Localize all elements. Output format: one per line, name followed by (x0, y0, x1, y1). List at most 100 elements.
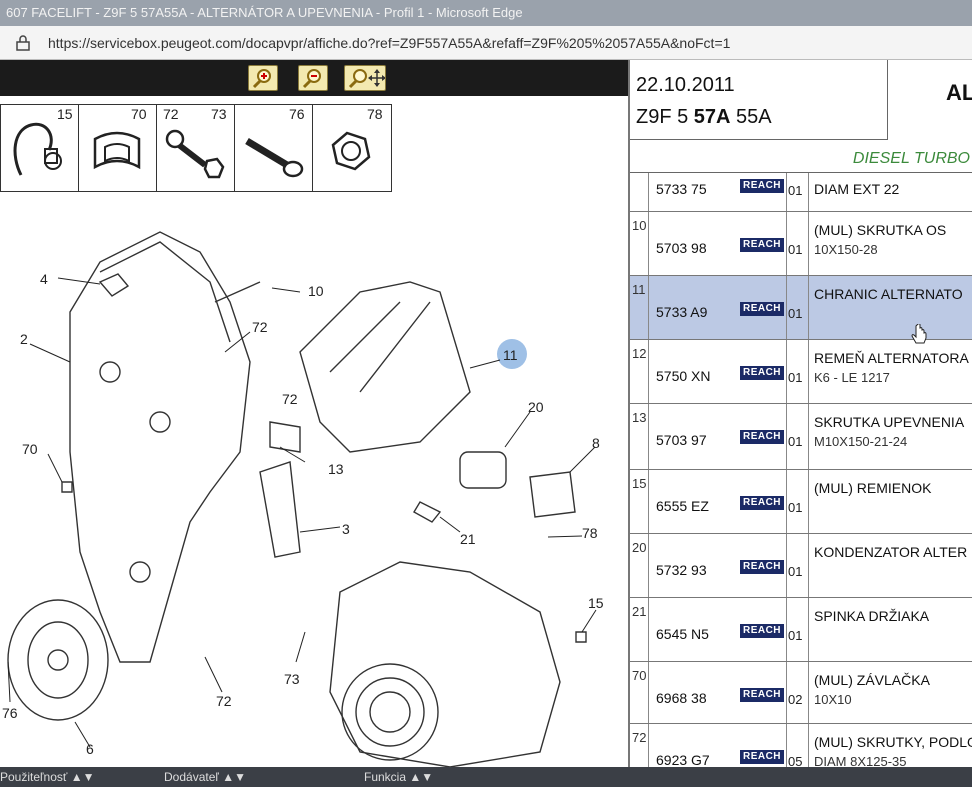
row-ref: 21 (632, 604, 647, 619)
zoom-out-button[interactable] (298, 65, 328, 91)
row-part-number[interactable]: 6555 EZ (656, 498, 709, 514)
doc-date: 22.10.2011 (636, 74, 735, 96)
row-quantity: 01 (788, 306, 803, 321)
row-description: KONDENZATOR ALTER (814, 544, 968, 560)
reach-badge[interactable]: REACH (740, 366, 784, 380)
row-quantity: 01 (788, 628, 803, 643)
callout-label: 72 (252, 319, 268, 335)
reach-badge[interactable]: REACH (740, 496, 784, 510)
callout-label: 21 (460, 531, 476, 547)
callout-label: 78 (582, 525, 598, 541)
hand-cursor-icon (911, 324, 927, 344)
url-text[interactable]: https://servicebox.peugeot.com/docapvpr/… (48, 35, 731, 51)
callout-label: 2 (20, 331, 28, 347)
parts-cell-15[interactable]: 15 (1, 105, 79, 191)
row-ref: 15 (632, 476, 647, 491)
zoom-pan-button[interactable] (344, 65, 386, 91)
parts-cell-76[interactable]: 76 (235, 105, 313, 191)
row-quantity: 01 (788, 183, 803, 198)
row-ref: 70 (632, 668, 647, 683)
row-part-number[interactable]: 6545 N5 (656, 626, 709, 642)
parts-strip: 15 70 72 73 76 78 (0, 104, 392, 192)
row-ref: 13 (632, 410, 647, 425)
callout-label: 72 (216, 693, 232, 709)
exploded-diagram: 4 10 72 2 72 11 70 20 8 13 3 21 78 15 73… (2, 231, 604, 767)
row-part-number[interactable]: 5703 98 (656, 240, 707, 256)
bolt-nut-icon (165, 129, 225, 179)
code-part-bold: 57A (693, 106, 731, 128)
callout-label: 10 (308, 283, 324, 299)
callout-label: 8 (592, 435, 600, 451)
reach-badge[interactable]: REACH (740, 688, 784, 702)
table-row[interactable]: 21 6545 N5 REACH 01 SPINKA DRŽIAKA (630, 598, 972, 662)
table-row[interactable]: 70 6968 38 REACH 02 (MUL) ZÁVLAČKA 10X10 (630, 662, 972, 724)
reach-badge[interactable]: REACH (740, 302, 784, 316)
callout-label: 3 (342, 521, 350, 537)
status-supplier[interactable]: Dodávateľ ▲▼ (164, 770, 246, 784)
zoom-in-button[interactable] (248, 65, 278, 91)
parts-cell-78[interactable]: 78 (313, 105, 391, 191)
reach-badge[interactable]: REACH (740, 624, 784, 638)
callout-label: 20 (528, 399, 544, 415)
status-function[interactable]: Funkcia ▲▼ (364, 770, 434, 784)
row-description-2: M10X150-21-24 (814, 434, 908, 449)
row-part-number[interactable]: 5732 93 (656, 562, 707, 578)
screw-icon (245, 137, 304, 178)
row-quantity: 02 (788, 692, 803, 707)
row-part-number[interactable]: 5750 XN (656, 368, 711, 384)
callout-label: 73 (284, 671, 300, 687)
callout-label: 76 (2, 705, 18, 721)
row-ref: 11 (632, 282, 646, 297)
row-quantity: 01 (788, 564, 803, 579)
clip-icon (13, 122, 62, 176)
table-row[interactable]: 20 5732 93 REACH 01 KONDENZATOR ALTER (630, 534, 972, 598)
row-description: (MUL) ZÁVLAČKA (814, 672, 930, 688)
reach-badge[interactable]: REACH (740, 179, 784, 193)
parts-cell-70[interactable]: 70 (79, 105, 157, 191)
row-ref: 20 (632, 540, 647, 555)
callout-label: 4 (40, 271, 48, 287)
address-bar[interactable]: https://servicebox.peugeot.com/docapvpr/… (0, 26, 972, 60)
row-part-number[interactable]: 5733 A9 (656, 304, 708, 320)
code-part: 55A (730, 106, 772, 128)
callout-label: 6 (86, 741, 94, 757)
callout-label: 13 (328, 461, 344, 477)
nut-icon (331, 131, 371, 171)
reach-badge[interactable]: REACH (740, 238, 784, 252)
row-description: REMEŇ ALTERNATORA (814, 350, 969, 366)
row-description-2: 10X150-28 (814, 242, 878, 257)
row-part-number[interactable]: 5703 97 (656, 432, 707, 448)
page-title: AL (946, 80, 972, 105)
row-description-2: 10X10 (814, 692, 852, 707)
vehicle-code: Z9F 5 57A 55A (636, 106, 772, 129)
row-part-number[interactable]: 6968 38 (656, 690, 707, 706)
diagram-toolbar (0, 60, 628, 96)
zoom-pan-icon (348, 69, 385, 89)
row-description: (MUL) SKRUTKY, PODLO (814, 734, 972, 750)
parts-cell-72-73[interactable]: 72 73 (157, 105, 235, 191)
row-part-number[interactable]: 5733 75 (656, 181, 707, 197)
zoom-in-icon (252, 69, 271, 89)
page-content: 15 70 72 73 76 78 (0, 60, 972, 784)
row-ref: 12 (632, 346, 647, 361)
window-title: 607 FACELIFT - Z9F 5 57A55A - ALTERNÁTOR… (0, 0, 972, 26)
row-part-number[interactable]: 6923 G7 (656, 752, 710, 768)
status-usability[interactable]: Použiteľnosť ▲▼ (0, 770, 95, 784)
row-description: SPINKA DRŽIAKA (814, 608, 930, 624)
divider (630, 172, 972, 173)
reach-badge[interactable]: REACH (740, 560, 784, 574)
reach-badge[interactable]: REACH (740, 430, 784, 444)
reach-badge[interactable]: REACH (740, 750, 784, 764)
code-part: Z9F 5 (636, 106, 694, 128)
row-quantity: 01 (788, 242, 803, 257)
row-quantity: 01 (788, 370, 803, 385)
parts-number: 70 (131, 106, 147, 122)
callout-label: 70 (22, 441, 38, 457)
